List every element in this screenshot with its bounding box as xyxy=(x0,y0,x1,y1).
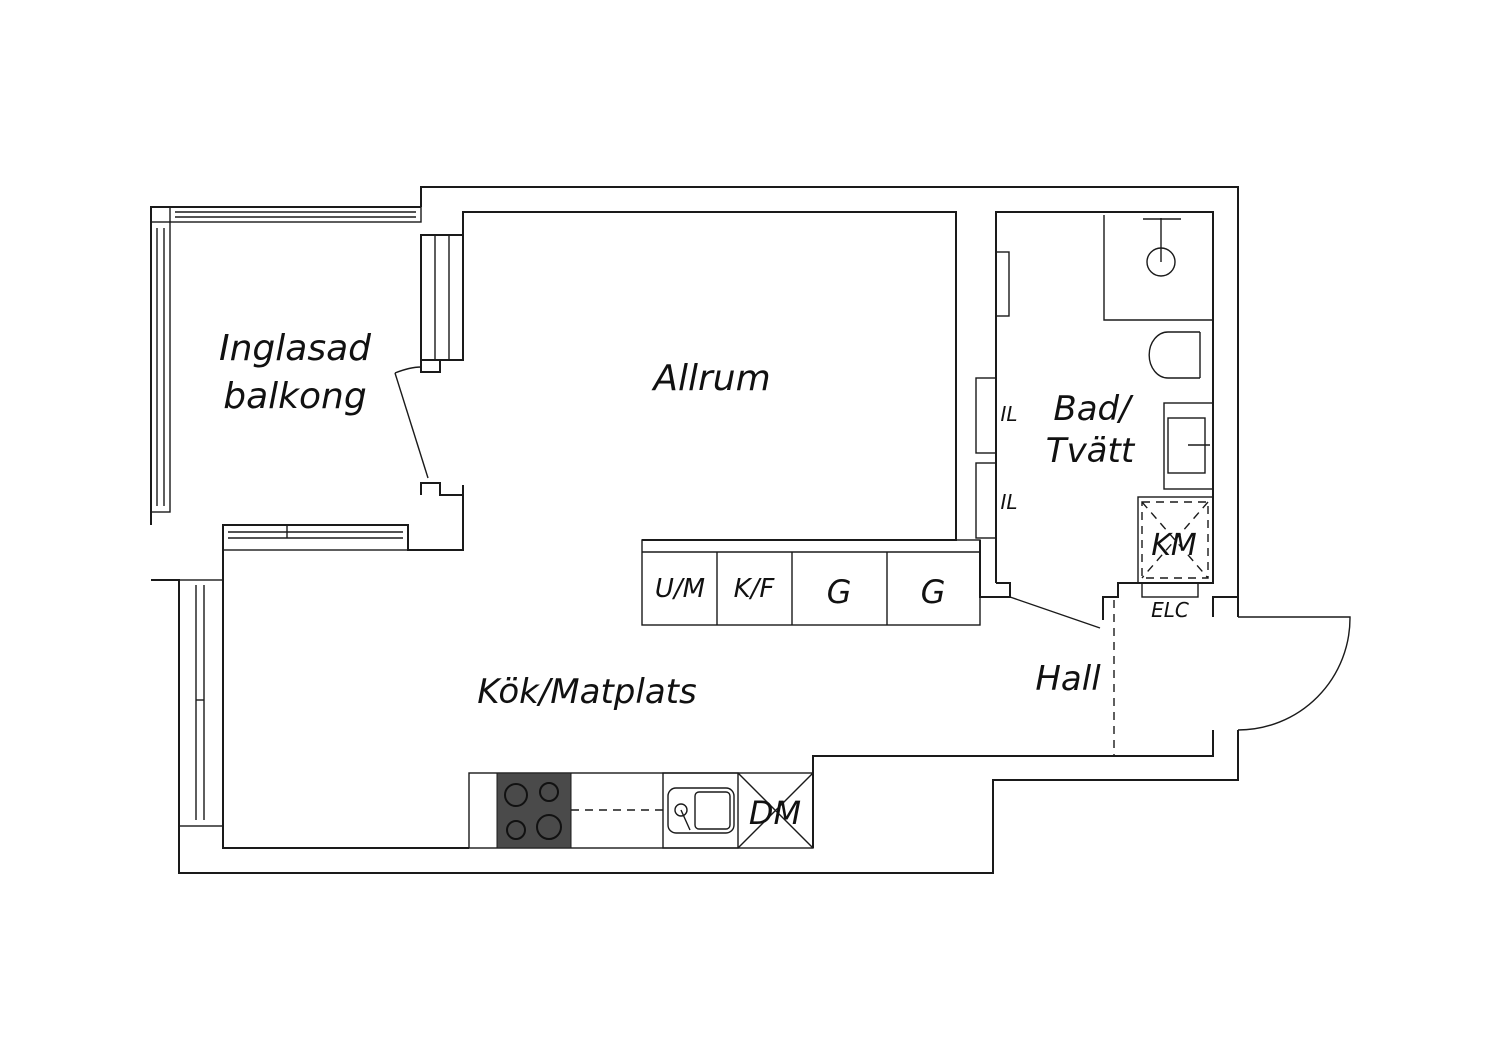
balcony-door-arc xyxy=(394,366,422,374)
label-il-2: IL xyxy=(1000,490,1017,514)
balcony-door xyxy=(394,372,429,479)
label-elc: ELC xyxy=(1151,598,1189,622)
cabinets xyxy=(641,539,981,626)
room-label-hall: Hall xyxy=(1035,659,1101,699)
room-label-balcony: Inglasad xyxy=(219,328,372,369)
toilet xyxy=(1148,331,1201,379)
label-g2: G xyxy=(921,573,946,611)
windows xyxy=(150,206,450,827)
label-km: KM xyxy=(1151,528,1197,563)
closet-il-1 xyxy=(975,377,997,454)
entrance-door xyxy=(1237,616,1351,731)
label-il-1: IL xyxy=(1000,402,1017,426)
radiator xyxy=(995,251,1010,317)
washbasin xyxy=(1163,402,1214,490)
room-label-balcony-2: balkong xyxy=(223,376,366,417)
label-dm: DM xyxy=(749,794,801,832)
room-label-bath-2: Tvätt xyxy=(1046,431,1136,471)
closet-il-2 xyxy=(975,462,997,539)
stove xyxy=(496,772,572,849)
bathroom-door xyxy=(1009,596,1101,629)
room-label-kitchen: Kök/Matplats xyxy=(477,672,696,712)
elc-cabinet xyxy=(1141,582,1199,598)
outer-walls xyxy=(150,186,1239,874)
label-um: U/M xyxy=(655,574,705,604)
label-g1: G xyxy=(827,573,852,611)
room-label-bath: Bad/ xyxy=(1053,389,1134,429)
room-label-allrum: Allrum xyxy=(651,358,770,399)
label-kf: K/F xyxy=(734,574,776,604)
shower xyxy=(1103,215,1213,321)
kitchen-counter xyxy=(468,772,814,849)
